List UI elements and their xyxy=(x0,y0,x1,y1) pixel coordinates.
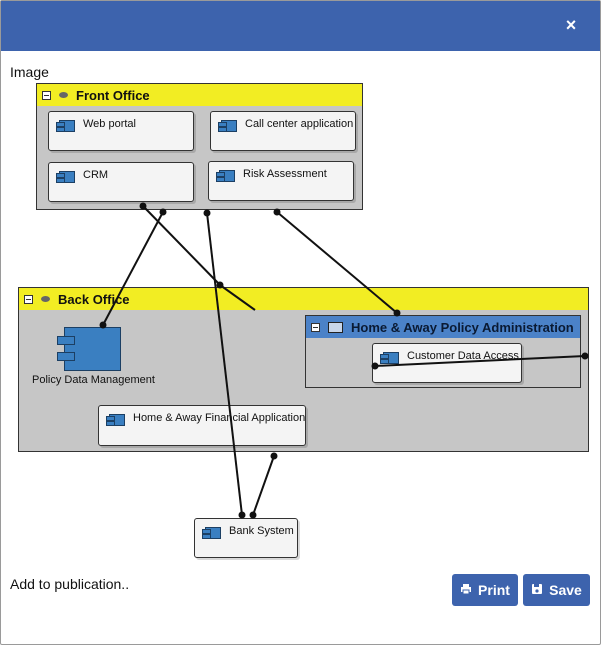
component-customer-data-access[interactable]: Customer Data Access xyxy=(372,343,522,383)
component-icon xyxy=(216,170,235,182)
save-button[interactable]: Save xyxy=(523,574,590,606)
component-label: CRM xyxy=(83,169,109,181)
component-icon xyxy=(218,120,237,132)
floppy-disk-icon xyxy=(531,583,543,598)
print-label: Print xyxy=(478,582,510,598)
connector-dot xyxy=(270,452,278,460)
collapse-icon[interactable] xyxy=(42,90,51,100)
component-icon xyxy=(106,414,125,426)
connection-line xyxy=(252,455,275,516)
group-title: Home & Away Policy Administration xyxy=(351,319,574,335)
component-icon xyxy=(380,352,399,364)
component-icon xyxy=(56,120,75,132)
component-label: Customer Data Access xyxy=(407,350,519,362)
component-crm[interactable]: CRM xyxy=(48,162,194,202)
close-icon[interactable]: × xyxy=(565,15,577,35)
component-label: Call center application xyxy=(245,118,354,130)
printer-icon xyxy=(460,583,472,598)
component-tab xyxy=(57,352,75,361)
component-label: Web portal xyxy=(83,118,136,130)
component-web-portal[interactable]: Web portal xyxy=(48,111,194,151)
group-title: Front Office xyxy=(76,87,150,103)
component-icon xyxy=(56,171,75,183)
group-header-back-office: Back Office xyxy=(19,288,588,310)
component-risk-assessment[interactable]: Risk Assessment xyxy=(208,161,354,201)
connection-line xyxy=(142,205,221,286)
collapse-icon[interactable] xyxy=(24,294,33,304)
section-label: Image xyxy=(10,64,49,80)
group-header-policy-admin: Home & Away Policy Administration xyxy=(306,316,580,338)
connector-dot xyxy=(203,209,211,217)
component-label: Risk Assessment xyxy=(243,168,327,180)
save-label: Save xyxy=(549,582,582,598)
collapse-icon[interactable] xyxy=(311,322,320,332)
eye-icon xyxy=(59,92,68,98)
component-call-center[interactable]: Call center application xyxy=(210,111,356,151)
add-to-publication-link[interactable]: Add to publication.. xyxy=(10,576,130,592)
component-bank-system[interactable]: Bank System xyxy=(194,518,298,558)
eye-icon xyxy=(41,296,50,302)
component-icon xyxy=(328,321,343,333)
group-header-front-office: Front Office xyxy=(37,84,362,106)
policy-data-management-label: Policy Data Management xyxy=(32,374,155,386)
component-label: Home & Away Financial Application xyxy=(133,412,306,424)
print-button[interactable]: Print xyxy=(452,574,518,606)
group-title: Back Office xyxy=(58,291,130,307)
component-label: Bank System xyxy=(229,525,294,537)
component-icon xyxy=(202,527,221,539)
component-tab xyxy=(57,336,75,345)
component-financial-application[interactable]: Home & Away Financial Application xyxy=(98,405,306,446)
dialog-titlebar: × xyxy=(1,1,600,51)
component-policy-data-management[interactable] xyxy=(57,327,121,371)
